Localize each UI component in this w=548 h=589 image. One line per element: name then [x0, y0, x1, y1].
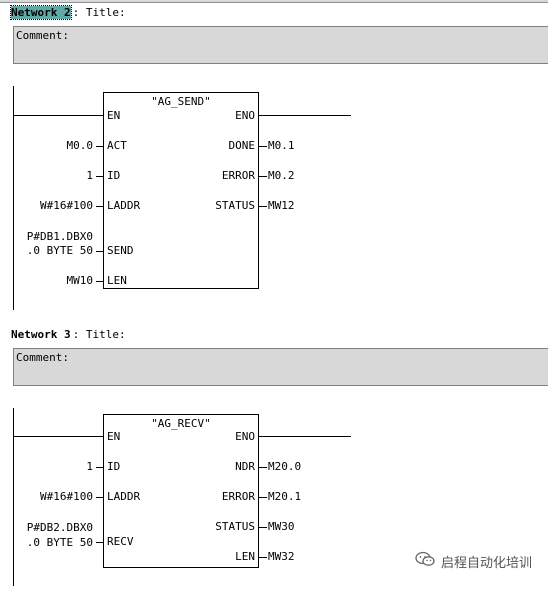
network-3-power-rail: [13, 408, 14, 586]
ag-send-error-pin: ERROR: [221, 169, 255, 182]
ag-recv-laddr-value[interactable]: W#16#100: [40, 490, 93, 503]
ag-send-status-tick: [259, 206, 267, 207]
ag-recv-len-value[interactable]: MW32: [268, 550, 295, 563]
ag-send-error-value[interactable]: M0.2: [268, 169, 295, 182]
ag-send-len-value[interactable]: MW10: [66, 274, 94, 287]
network-3-header[interactable]: Network 3: Title:: [11, 327, 126, 343]
network-3-label[interactable]: Network 3: [11, 328, 71, 341]
network-3-comment-label: Comment:: [16, 351, 69, 364]
network-3-en-wire: [13, 436, 104, 437]
ag-recv-len-tick: [259, 557, 267, 558]
ag-send-block-name: "AG_SEND": [151, 95, 211, 108]
ag-recv-recv-value-line1[interactable]: P#DB2.DBX0: [26, 521, 93, 534]
watermark: 启程自动化培训: [415, 551, 532, 571]
ag-recv-block[interactable]: "AG_RECV" EN ENO ID LADDR RECV NDR ERROR…: [103, 414, 259, 568]
network-3-title-label: : Title:: [72, 328, 126, 341]
network-3-comment-field[interactable]: Comment:: [13, 348, 548, 386]
ag-send-done-pin: DONE: [228, 139, 256, 152]
network-2-eno-wire: [258, 115, 351, 116]
ag-recv-laddr-tick: [96, 497, 104, 498]
network-2-header[interactable]: Network 2: Title:: [10, 5, 126, 21]
ag-send-act-value[interactable]: M0.0: [66, 139, 94, 152]
ag-recv-len-pin: LEN: [235, 550, 255, 563]
ag-recv-error-value[interactable]: M20.1: [268, 490, 302, 503]
ag-send-status-value[interactable]: MW12: [268, 199, 295, 212]
ag-recv-ndr-tick: [259, 467, 267, 468]
network-2-comment-field[interactable]: Comment:: [13, 26, 548, 64]
ag-recv-block-name: "AG_RECV": [151, 417, 211, 430]
ag-recv-ndr-pin: NDR: [235, 460, 255, 473]
ag-send-en-pin: EN: [107, 109, 121, 122]
ag-recv-eno-pin: ENO: [235, 430, 255, 443]
network-2-en-wire: [13, 115, 104, 116]
ag-send-status-pin: STATUS: [215, 199, 255, 212]
network-2-label[interactable]: Network 2: [10, 5, 72, 20]
ag-recv-id-pin: ID: [107, 460, 121, 473]
ag-send-laddr-pin: LADDR: [107, 199, 141, 212]
ag-recv-status-pin: STATUS: [215, 520, 255, 533]
ag-recv-recv-tick: [96, 542, 104, 543]
network-2-title-label: : Title:: [72, 6, 126, 19]
ag-send-len-pin: LEN: [107, 274, 127, 287]
ag-recv-error-tick: [259, 497, 267, 498]
ag-recv-laddr-pin: LADDR: [107, 490, 141, 503]
ag-send-done-value[interactable]: M0.1: [268, 139, 295, 152]
top-separator: [0, 0, 548, 3]
ag-send-len-tick: [96, 281, 104, 282]
ag-send-send-value-line1[interactable]: P#DB1.DBX0: [26, 230, 93, 243]
ag-recv-status-value[interactable]: MW30: [268, 520, 295, 533]
ag-send-laddr-tick: [96, 206, 104, 207]
ag-send-done-tick: [259, 146, 267, 147]
ag-send-act-tick: [96, 146, 104, 147]
ag-send-error-tick: [259, 176, 267, 177]
ag-send-act-pin: ACT: [107, 139, 127, 152]
watermark-text: 启程自动化培训: [440, 555, 532, 571]
wechat-icon: [415, 551, 435, 571]
ag-recv-id-value[interactable]: 1: [86, 460, 93, 473]
ag-send-send-value-line2[interactable]: .0 BYTE 50: [26, 244, 93, 257]
ag-recv-en-pin: EN: [107, 430, 121, 443]
ag-recv-id-tick: [96, 467, 104, 468]
network-2-power-rail: [13, 86, 14, 310]
ag-send-eno-pin: ENO: [235, 109, 255, 122]
ag-send-laddr-value[interactable]: W#16#100: [40, 199, 93, 212]
ag-send-id-tick: [96, 176, 104, 177]
ag-send-id-pin: ID: [107, 169, 121, 182]
ag-recv-status-tick: [259, 527, 267, 528]
network-3-eno-wire: [258, 436, 351, 437]
ag-recv-ndr-value[interactable]: M20.0: [268, 460, 302, 473]
ag-send-block[interactable]: "AG_SEND" EN ENO ACT ID LADDR SEND LEN D…: [103, 92, 259, 289]
network-2-comment-label: Comment:: [16, 29, 69, 42]
ag-send-id-value[interactable]: 1: [86, 169, 93, 182]
ag-recv-error-pin: ERROR: [221, 490, 255, 503]
ag-send-send-pin: SEND: [107, 244, 134, 257]
ag-send-send-tick: [96, 251, 104, 252]
ag-recv-recv-value-line2[interactable]: .0 BYTE 50: [26, 536, 93, 549]
ag-recv-recv-pin: RECV: [107, 535, 134, 548]
